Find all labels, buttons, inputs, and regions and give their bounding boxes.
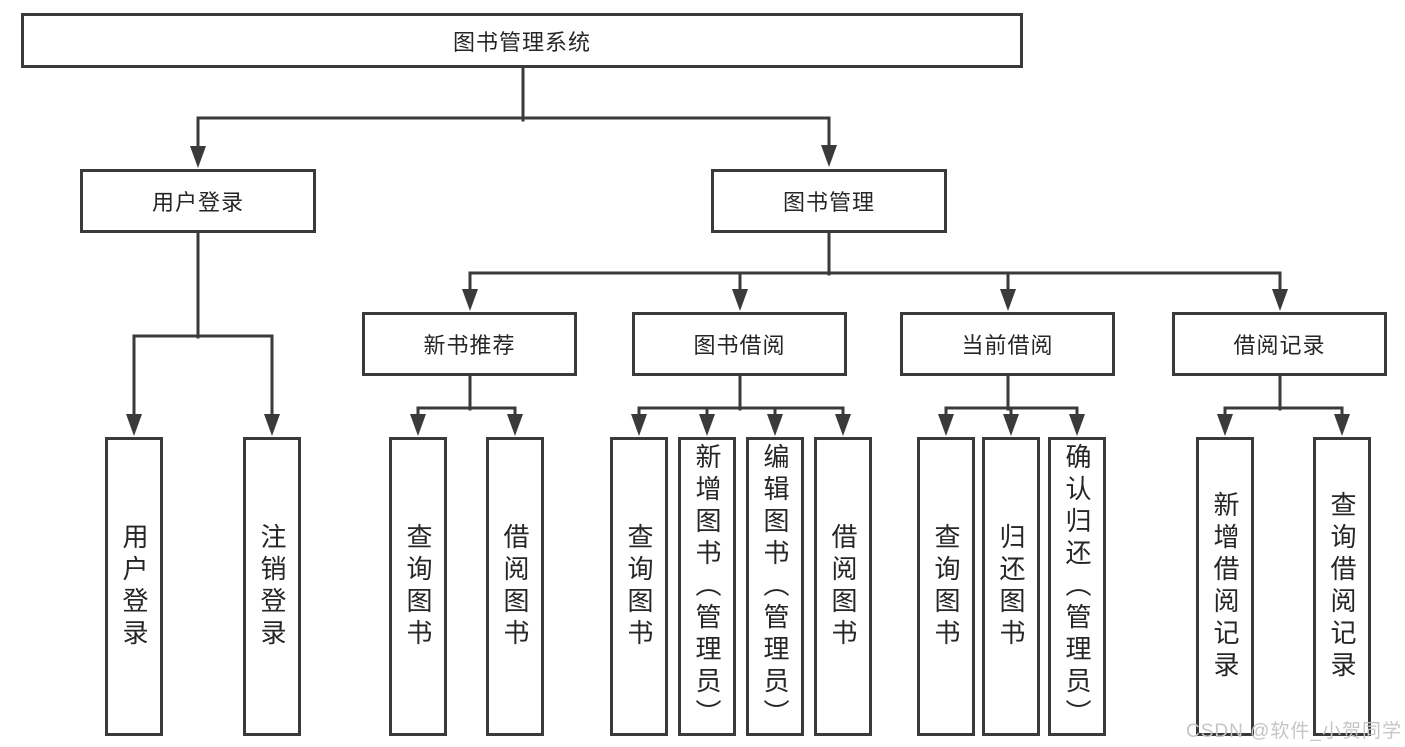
- connector-root-to-level1: [190, 66, 837, 168]
- node-current-borrow: 当前借阅: [900, 312, 1115, 376]
- connector-book-borrow-branch: [631, 374, 851, 436]
- connector-book-mgmt-branch: [462, 231, 1288, 311]
- connector-current-borrow-branch: [938, 374, 1085, 436]
- leaf-current-confirm-return-admin: 确认归还（管理员）: [1048, 437, 1106, 736]
- leaf-newrec-query-book: 查询图书: [389, 437, 447, 736]
- node-root: 图书管理系统: [21, 13, 1023, 68]
- leaf-user-login: 用户登录: [105, 437, 163, 736]
- node-book-borrow: 图书借阅: [632, 312, 847, 376]
- csdn-watermark: CSDN @软件_小贺同学: [1186, 721, 1402, 742]
- connector-new-book-rec-branch: [410, 374, 523, 436]
- connector-user-login-branch: [126, 231, 280, 436]
- connector-borrow-record-branch: [1217, 374, 1350, 436]
- node-borrow-record: 借阅记录: [1172, 312, 1387, 376]
- leaf-logout-login: 注销登录: [243, 437, 301, 736]
- leaf-current-query-book: 查询图书: [917, 437, 975, 736]
- leaf-borrow-add-book-admin: 新增图书（管理员）: [678, 437, 736, 736]
- leaf-record-query-borrow-record: 查询借阅记录: [1313, 437, 1371, 736]
- leaf-borrow-query-book: 查询图书: [610, 437, 668, 736]
- node-new-book-rec: 新书推荐: [362, 312, 577, 376]
- leaf-current-return-book: 归还图书: [982, 437, 1040, 736]
- node-book-mgmt: 图书管理: [711, 169, 947, 233]
- leaf-newrec-borrow-book: 借阅图书: [486, 437, 544, 736]
- leaf-borrow-edit-book-admin: 编辑图书（管理员）: [746, 437, 804, 736]
- node-user-login: 用户登录: [80, 169, 316, 233]
- leaf-borrow-borrow-book: 借阅图书: [814, 437, 872, 736]
- leaf-record-add-borrow-record: 新增借阅记录: [1196, 437, 1254, 736]
